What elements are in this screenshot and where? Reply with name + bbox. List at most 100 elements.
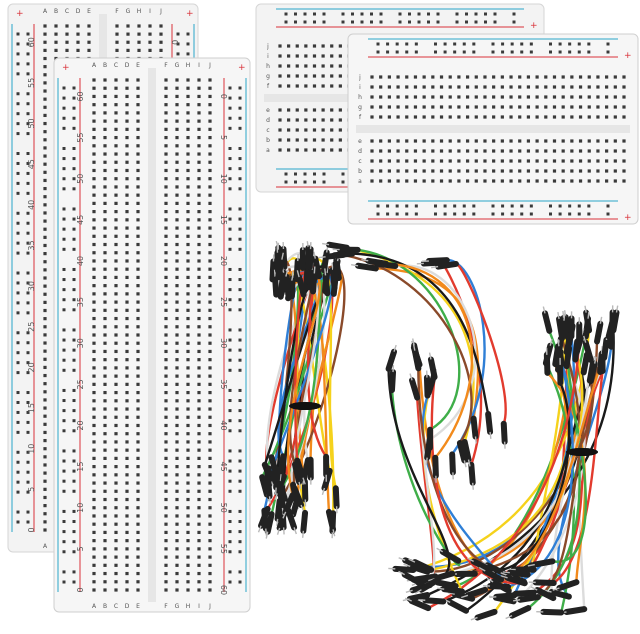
hole [148,32,152,36]
hole [114,267,118,271]
hole [175,152,179,156]
rail-hole [228,146,232,150]
hole [92,407,96,411]
hole [552,139,557,143]
rail-hole [501,42,505,46]
rail-hole [386,50,390,54]
hole [387,115,391,119]
connector-housing [272,273,280,298]
hole [338,118,342,122]
hole [92,168,96,173]
hole [186,497,190,502]
power-rails: ++ [368,38,632,223]
hole [115,32,119,36]
hole [103,78,107,82]
hole [92,135,96,140]
rail-hole [238,540,242,544]
hole [448,149,452,153]
connector-housing [385,348,398,372]
rail-hole [238,237,242,241]
hole [87,32,91,36]
connector-housing [411,347,422,372]
rail-hole [386,204,390,208]
hole [103,563,107,567]
hole [413,75,418,79]
hole [43,365,47,370]
rail-hole [228,459,232,463]
hole [125,218,129,222]
rail-hole [558,212,562,216]
hole [175,366,179,370]
rail-hole [568,204,572,208]
row-number-label: 20 [27,362,36,372]
hole [186,514,190,518]
hole [197,218,201,222]
hole [208,530,212,535]
hole [186,267,190,271]
hole [43,65,47,69]
connector-pin [542,306,546,314]
hole [338,64,342,68]
rail-hole [303,20,307,24]
hole [457,105,461,109]
hole [136,506,140,510]
hole [125,489,129,493]
hole [164,275,168,280]
hole [43,373,47,378]
connector-housing [401,571,424,587]
hole [164,94,168,99]
row-number-label: 40 [76,256,85,266]
hole [136,489,140,493]
hole [405,115,409,119]
rail-hole [322,20,326,24]
connector-housing [582,339,594,363]
rail-hole [462,212,466,216]
hole [483,105,487,109]
hole [197,160,201,164]
connector-pin [583,335,587,343]
hole [457,95,461,99]
rail-hole [238,177,242,181]
rail-hole [62,96,66,100]
hole [578,159,583,163]
rail-hole [26,32,30,36]
hole [103,423,107,428]
connector-pin [318,256,326,259]
hole [125,588,129,592]
hole [208,234,212,238]
hole [103,547,107,551]
hole [114,390,118,395]
rail-hole [72,96,76,100]
rail-hole [72,126,76,130]
hole [43,195,47,199]
rail-hole [16,430,20,434]
jumper-wire [278,278,329,492]
hole [526,169,531,173]
hole [492,105,496,109]
hole [175,185,179,189]
hole [43,32,47,36]
hole [43,235,47,239]
connector-pin [470,616,478,621]
hole [43,422,47,426]
hole [164,514,168,518]
hole [103,440,107,444]
hole [321,84,325,88]
column-letter-label: C [114,603,118,610]
hole [312,74,317,78]
connector-housing [258,505,271,529]
hole [136,242,140,247]
rail-hole [72,217,76,221]
hole [544,159,548,163]
connector-housing [532,579,557,587]
connector-pin [557,312,560,320]
hole [43,390,47,394]
hole [186,399,190,403]
connector-pin [549,338,553,346]
hole [103,210,107,214]
rail-hole [72,489,76,493]
connector-pin [599,316,603,324]
hole [164,580,168,584]
hole [92,218,96,222]
hole [175,127,179,131]
